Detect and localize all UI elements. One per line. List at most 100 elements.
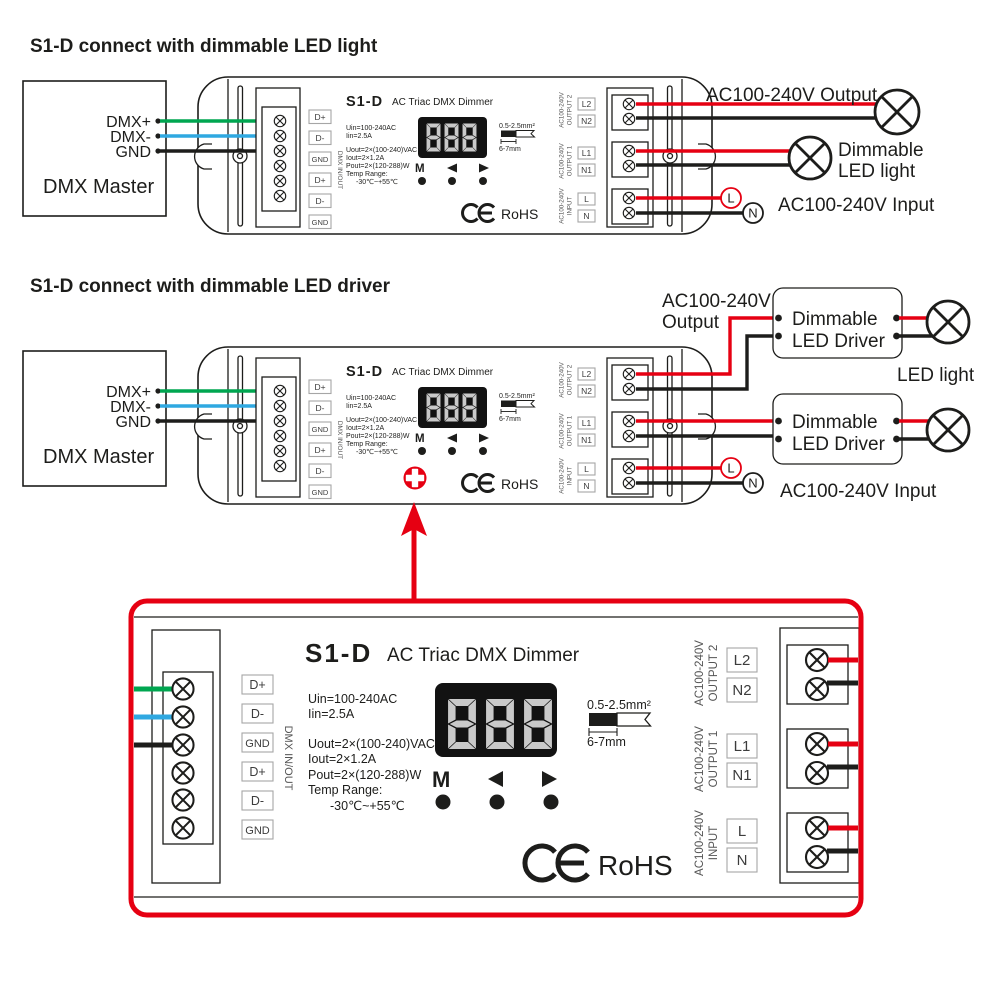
wire-insulation-icon [515,130,536,138]
led-light-label: LED light [897,365,975,386]
dmx-master-and-dimmer-diagram: DMX+ DMX- GND DMX Master D+ [22,76,717,235]
terminal-screw-icon [171,788,195,812]
certification-marks: RoHS [461,203,538,223]
zoom-plus-icon [411,468,419,488]
wire-live-output2 [636,316,775,376]
left-button [489,794,505,810]
dmx-master-title: DMX Master [43,176,154,198]
terminal-screw-icon [273,114,287,128]
output2-group-line1: AC100-240V [559,91,566,127]
spec-uin: Uin=100-240AC [346,125,396,132]
dmx-master-box [22,80,167,217]
spec-iout: Iout=2×1.2A [308,752,377,766]
strip-length-label: 6-7mm [499,146,521,153]
spec-pout: Pout=2×(120-288)W [346,163,410,170]
port-label-l2: L2 [734,652,751,669]
pin-dot [155,118,161,124]
driver-pin-dot [893,417,900,425]
terminal-screw-icon [622,144,636,158]
menu-button-label: M [432,767,450,792]
section1-wiring: L N AC100-240V Output Dimmable LED light… [636,85,935,224]
seven-segment-display: 888 [435,683,557,757]
port-label-l1: L1 [582,148,592,158]
port-label-l: L [738,823,746,840]
port-label-n2: N2 [581,116,592,126]
driver-pin-dot [775,417,782,425]
lamp-icon [925,299,971,345]
live-marker: L [720,187,742,209]
model-name: S1-D [346,94,383,110]
port-label-gnd: GND [312,218,329,227]
output1-group-line2: OUTPUT 1 [708,731,720,788]
spec-uout: Uout=2×(100-240)VAC [346,147,417,154]
section1-heading: S1-D connect with dimmable LED light [30,36,378,57]
driver-label-line1: Dimmable [792,412,878,433]
driver-pin-dot [893,332,900,340]
terminal-screw-icon [622,97,636,111]
spec-temp-value: -30℃~+55℃ [330,799,405,813]
led-driver-box [772,287,903,359]
input-group-line1: AC100-240V [694,810,706,876]
menu-button-label: M [415,163,425,175]
port-label-d-minus: D- [251,707,264,721]
power-port-labels: AC100-240V OUTPUT 2 L2 N2 AC100-240V OUT… [694,640,758,876]
section2-heading: S1-D connect with dimmable LED driver [30,276,391,297]
port-label-d-minus: D- [316,133,325,143]
model-name: S1-D [305,638,372,668]
wire-neutral-output2 [636,334,775,391]
neutral-marker-letter: N [748,206,757,221]
spec-pout: Pout=2×(120-288)W [308,768,421,782]
terminal-screw-icon [273,174,287,188]
terminal-screw-icon [171,677,195,701]
seven-segment-display: 888 [418,117,487,158]
input-group-line2: INPUT [567,196,574,215]
port-label-d-plus: D+ [314,175,325,185]
enlarged-device-view: D+ D- GND D+ D- GND DMX IN/OUT S1-D AC T… [128,598,864,918]
terminal-screw-icon [171,733,195,757]
strip-length-label: 6-7mm [587,735,626,749]
terminal-screw-icon [804,844,830,870]
dmx-master-pin-dmx-minus: DMX- [110,129,151,146]
port-label-n1: N1 [732,767,751,784]
output2-group-line2: OUTPUT 2 [708,645,720,702]
right-button [479,177,487,185]
terminal-screw-icon [622,206,636,220]
terminal-screw-icon [171,705,195,729]
port-label-d-plus: D+ [314,112,325,122]
terminal-screw-icon [804,647,830,673]
output1-group-line2: OUTPUT 1 [567,145,574,176]
menu-button [435,794,451,810]
output2-group-line1: AC100-240V [694,640,706,706]
mount-screw-icon [236,152,244,160]
terminal-screw-icon [804,815,830,841]
wire-gauge-label: 0.5-2.5mm² [587,698,651,712]
terminal-screw-icon [273,189,287,203]
dmx-terminal-block [162,671,214,845]
lamp-icon [925,407,971,453]
port-label-l1: L1 [734,738,751,755]
right-arrow-icon [479,163,489,173]
port-label-n2: N2 [732,682,751,699]
spec-iin: Iin=2.5A [346,133,372,140]
device-diagram-section2 [23,347,715,504]
port-label-gnd: GND [245,825,270,837]
dmx-master-pin-dmx-plus: DMX+ [106,114,151,131]
driver-pin-dot [775,332,782,340]
port-label-d-plus: D+ [249,765,265,779]
spec-iout: Iout=2×1.2A [346,155,384,162]
pin-dot [155,133,161,139]
spec-uin: Uin=100-240AC [308,692,397,706]
mount-screw-icon [666,152,674,160]
load-label-line1: Dimmable [838,140,924,161]
zoom-arrow-head-icon [401,502,427,536]
product-name: AC Triac DMX Dimmer [392,97,494,108]
output1-group-line1: AC100-240V [694,726,706,792]
input-label: AC100-240V Input [778,195,935,216]
input-group-line1: AC100-240V [559,187,566,223]
lamp-icon [873,88,921,136]
stripped-wire-icon [501,130,516,137]
right-arrow-icon [542,771,557,787]
wire-gauge-label: 0.5-2.5mm² [499,123,535,130]
terminal-screw-icon [273,144,287,158]
pin-dot [155,148,161,154]
